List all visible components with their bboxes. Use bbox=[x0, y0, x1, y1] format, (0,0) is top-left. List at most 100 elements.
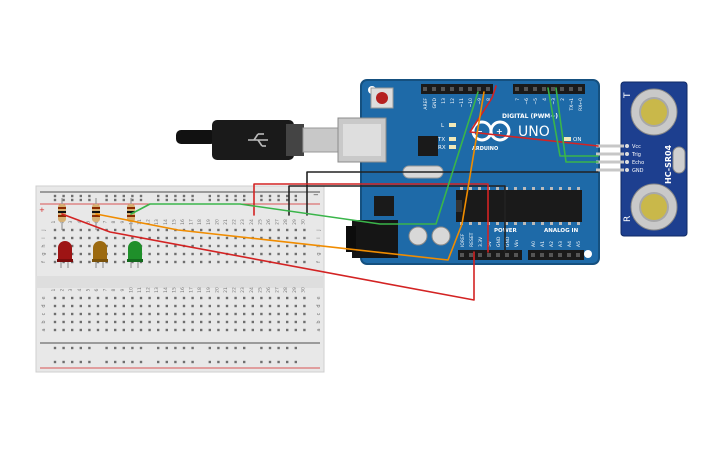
breadboard-hole[interactable] bbox=[277, 228, 280, 232]
rail-hole[interactable] bbox=[139, 360, 143, 364]
breadboard-hole[interactable] bbox=[268, 328, 272, 332]
sensor-pin[interactable] bbox=[596, 152, 624, 156]
pin-hole[interactable] bbox=[477, 87, 481, 91]
breadboard-hole[interactable] bbox=[294, 260, 297, 264]
breadboard-hole[interactable] bbox=[251, 328, 254, 332]
breadboard-hole[interactable] bbox=[79, 296, 82, 300]
breadboard-hole[interactable] bbox=[260, 312, 263, 316]
breadboard-hole[interactable] bbox=[105, 236, 108, 240]
breadboard-hole[interactable] bbox=[294, 296, 297, 300]
breadboard-hole[interactable] bbox=[294, 228, 297, 232]
breadboard-hole[interactable] bbox=[71, 328, 74, 332]
sensor-pin[interactable] bbox=[596, 160, 624, 164]
breadboard-hole[interactable] bbox=[286, 304, 289, 308]
breadboard-hole[interactable] bbox=[174, 252, 177, 256]
pin-hole[interactable] bbox=[478, 253, 482, 257]
breadboard-hole[interactable] bbox=[96, 304, 100, 308]
breadboard-hole[interactable] bbox=[251, 320, 254, 324]
rail-hole[interactable] bbox=[62, 346, 65, 350]
breadboard-hole[interactable] bbox=[139, 228, 143, 232]
rail-hole[interactable] bbox=[71, 360, 74, 364]
breadboard-hole[interactable] bbox=[191, 312, 194, 316]
breadboard-hole[interactable] bbox=[225, 236, 229, 240]
pin-hole[interactable] bbox=[496, 253, 500, 257]
breadboard-hole[interactable] bbox=[217, 312, 220, 316]
breadboard-hole[interactable] bbox=[131, 236, 134, 240]
breadboard-hole[interactable] bbox=[303, 304, 306, 308]
breadboard-hole[interactable] bbox=[148, 260, 151, 264]
wire-led-green[interactable] bbox=[130, 91, 479, 225]
pin-hole[interactable] bbox=[560, 87, 564, 91]
breadboard-hole[interactable] bbox=[234, 252, 237, 256]
rail-hole[interactable] bbox=[294, 346, 297, 350]
rail-hole[interactable] bbox=[114, 198, 117, 202]
breadboard-hole[interactable] bbox=[157, 320, 160, 324]
breadboard-hole[interactable] bbox=[62, 228, 65, 232]
breadboard-hole[interactable] bbox=[62, 304, 65, 308]
breadboard-hole[interactable] bbox=[88, 296, 91, 300]
breadboard-hole[interactable] bbox=[174, 312, 177, 316]
breadboard-hole[interactable] bbox=[114, 328, 117, 332]
wire-sensor-vcc[interactable] bbox=[469, 85, 599, 147]
breadboard[interactable]: + − 112233445566778899101011111212131314… bbox=[35, 185, 325, 373]
breadboard-hole[interactable] bbox=[157, 236, 160, 240]
breadboard-hole[interactable] bbox=[148, 312, 151, 316]
pin-hole[interactable] bbox=[505, 253, 509, 257]
breadboard-hole[interactable] bbox=[148, 320, 151, 324]
breadboard-hole[interactable] bbox=[243, 252, 246, 256]
pin-hole[interactable] bbox=[524, 87, 528, 91]
rail-hole[interactable] bbox=[114, 346, 117, 350]
breadboard-hole[interactable] bbox=[122, 244, 125, 248]
breadboard-hole[interactable] bbox=[182, 260, 186, 264]
breadboard-hole[interactable] bbox=[208, 260, 211, 264]
breadboard-hole[interactable] bbox=[268, 312, 272, 316]
rail-hole[interactable] bbox=[243, 194, 246, 198]
rail-hole[interactable] bbox=[105, 194, 108, 198]
breadboard-hole[interactable] bbox=[131, 304, 134, 308]
breadboard-hole[interactable] bbox=[71, 228, 74, 232]
breadboard-hole[interactable] bbox=[88, 320, 91, 324]
wires[interactable] bbox=[61, 85, 599, 301]
breadboard-hole[interactable] bbox=[217, 252, 220, 256]
breadboard-hole[interactable] bbox=[148, 304, 151, 308]
rail-hole[interactable] bbox=[131, 194, 134, 198]
breadboard-hole[interactable] bbox=[182, 296, 186, 300]
breadboard-hole[interactable] bbox=[53, 236, 57, 240]
sensor-pin[interactable] bbox=[596, 168, 624, 172]
breadboard-hole[interactable] bbox=[191, 304, 194, 308]
breadboard-hole[interactable] bbox=[251, 312, 254, 316]
rail-hole[interactable] bbox=[122, 346, 125, 350]
rail-hole[interactable] bbox=[131, 360, 134, 364]
breadboard-hole[interactable] bbox=[277, 260, 280, 264]
breadboard-hole[interactable] bbox=[96, 328, 100, 332]
breadboard-hole[interactable] bbox=[208, 312, 211, 316]
breadboard-hole[interactable] bbox=[157, 252, 160, 256]
pin-hole[interactable] bbox=[540, 253, 544, 257]
pin-hole[interactable] bbox=[558, 253, 562, 257]
rail-hole[interactable] bbox=[268, 194, 272, 198]
rail-hole[interactable] bbox=[234, 198, 237, 202]
breadboard-hole[interactable] bbox=[200, 328, 203, 332]
breadboard-hole[interactable] bbox=[114, 244, 117, 248]
breadboard-hole[interactable] bbox=[191, 296, 194, 300]
breadboard-hole[interactable] bbox=[191, 320, 194, 324]
breadboard-hole[interactable] bbox=[122, 312, 125, 316]
breadboard-hole[interactable] bbox=[303, 228, 306, 232]
breadboard-hole[interactable] bbox=[303, 236, 306, 240]
rail-hole[interactable] bbox=[157, 198, 160, 202]
breadboard-hole[interactable] bbox=[277, 304, 280, 308]
breadboard-hole[interactable] bbox=[217, 304, 220, 308]
breadboard-hole[interactable] bbox=[122, 304, 125, 308]
breadboard-hole[interactable] bbox=[286, 228, 289, 232]
breadboard-hole[interactable] bbox=[157, 260, 160, 264]
breadboard-hole[interactable] bbox=[165, 312, 168, 316]
breadboard-hole[interactable] bbox=[243, 296, 246, 300]
breadboard-hole[interactable] bbox=[234, 236, 237, 240]
breadboard-hole[interactable] bbox=[217, 228, 220, 232]
breadboard-hole[interactable] bbox=[208, 236, 211, 240]
breadboard-hole[interactable] bbox=[243, 260, 246, 264]
rail-hole[interactable] bbox=[277, 360, 280, 364]
wire-sensor-trig[interactable] bbox=[547, 87, 599, 157]
breadboard-hole[interactable] bbox=[114, 252, 117, 256]
